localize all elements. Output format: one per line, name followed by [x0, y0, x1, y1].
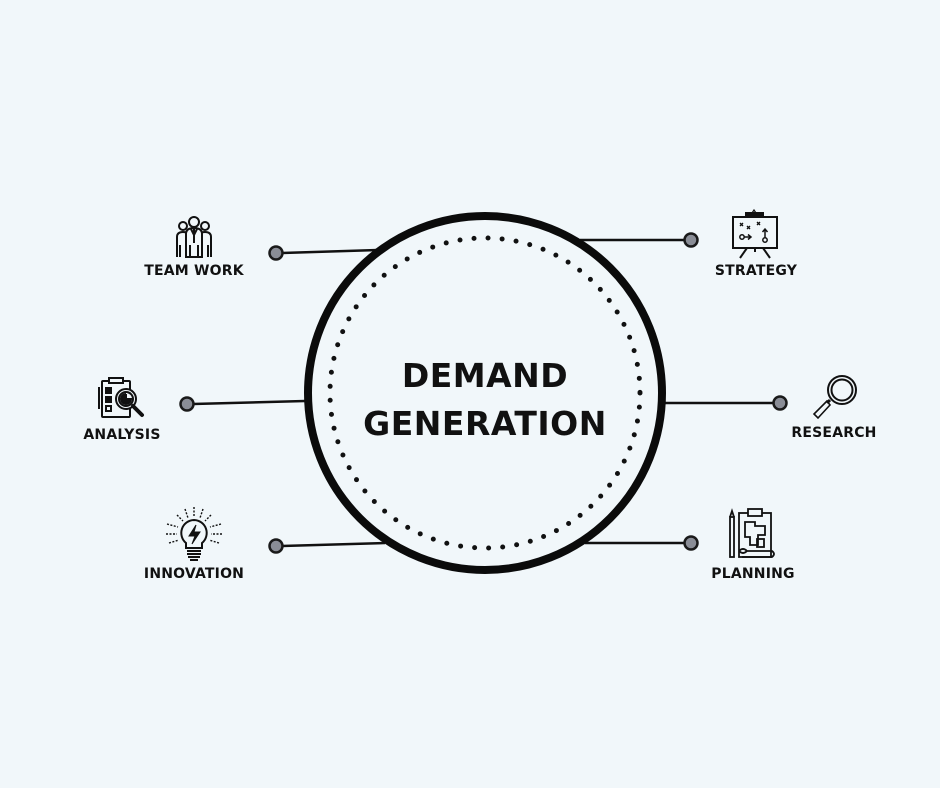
lightbulb-icon	[166, 507, 222, 561]
connector-team-work	[281, 248, 379, 255]
dotted-inner-ring	[327, 235, 643, 551]
label-team-work: TEAM WORK	[144, 263, 244, 279]
strategy-board-icon	[732, 208, 778, 259]
label-planning: PLANNING	[711, 566, 795, 582]
team-icon	[176, 216, 212, 258]
node-planning	[683, 535, 699, 551]
connector-analysis	[192, 399, 306, 406]
node-team-work	[268, 245, 284, 261]
node-analysis	[179, 396, 195, 412]
connector-innovation	[281, 541, 386, 548]
label-innovation: INNOVATION	[143, 566, 245, 582]
node-innovation	[268, 538, 284, 554]
node-research	[772, 395, 788, 411]
main-circle	[304, 212, 666, 574]
blueprint-clipboard-icon	[729, 508, 775, 558]
label-strategy: STRATEGY	[714, 263, 798, 279]
label-research: RESEARCH	[791, 425, 877, 441]
center-title-line1: DEMAND	[401, 356, 569, 395]
magnifier-icon	[812, 375, 857, 420]
node-strategy	[683, 232, 699, 248]
center-title: DEMAND GENERATION	[363, 352, 607, 448]
analysis-icon	[98, 377, 144, 418]
label-analysis: ANALYSIS	[83, 427, 161, 443]
center-title-line2: GENERATION	[363, 404, 607, 443]
